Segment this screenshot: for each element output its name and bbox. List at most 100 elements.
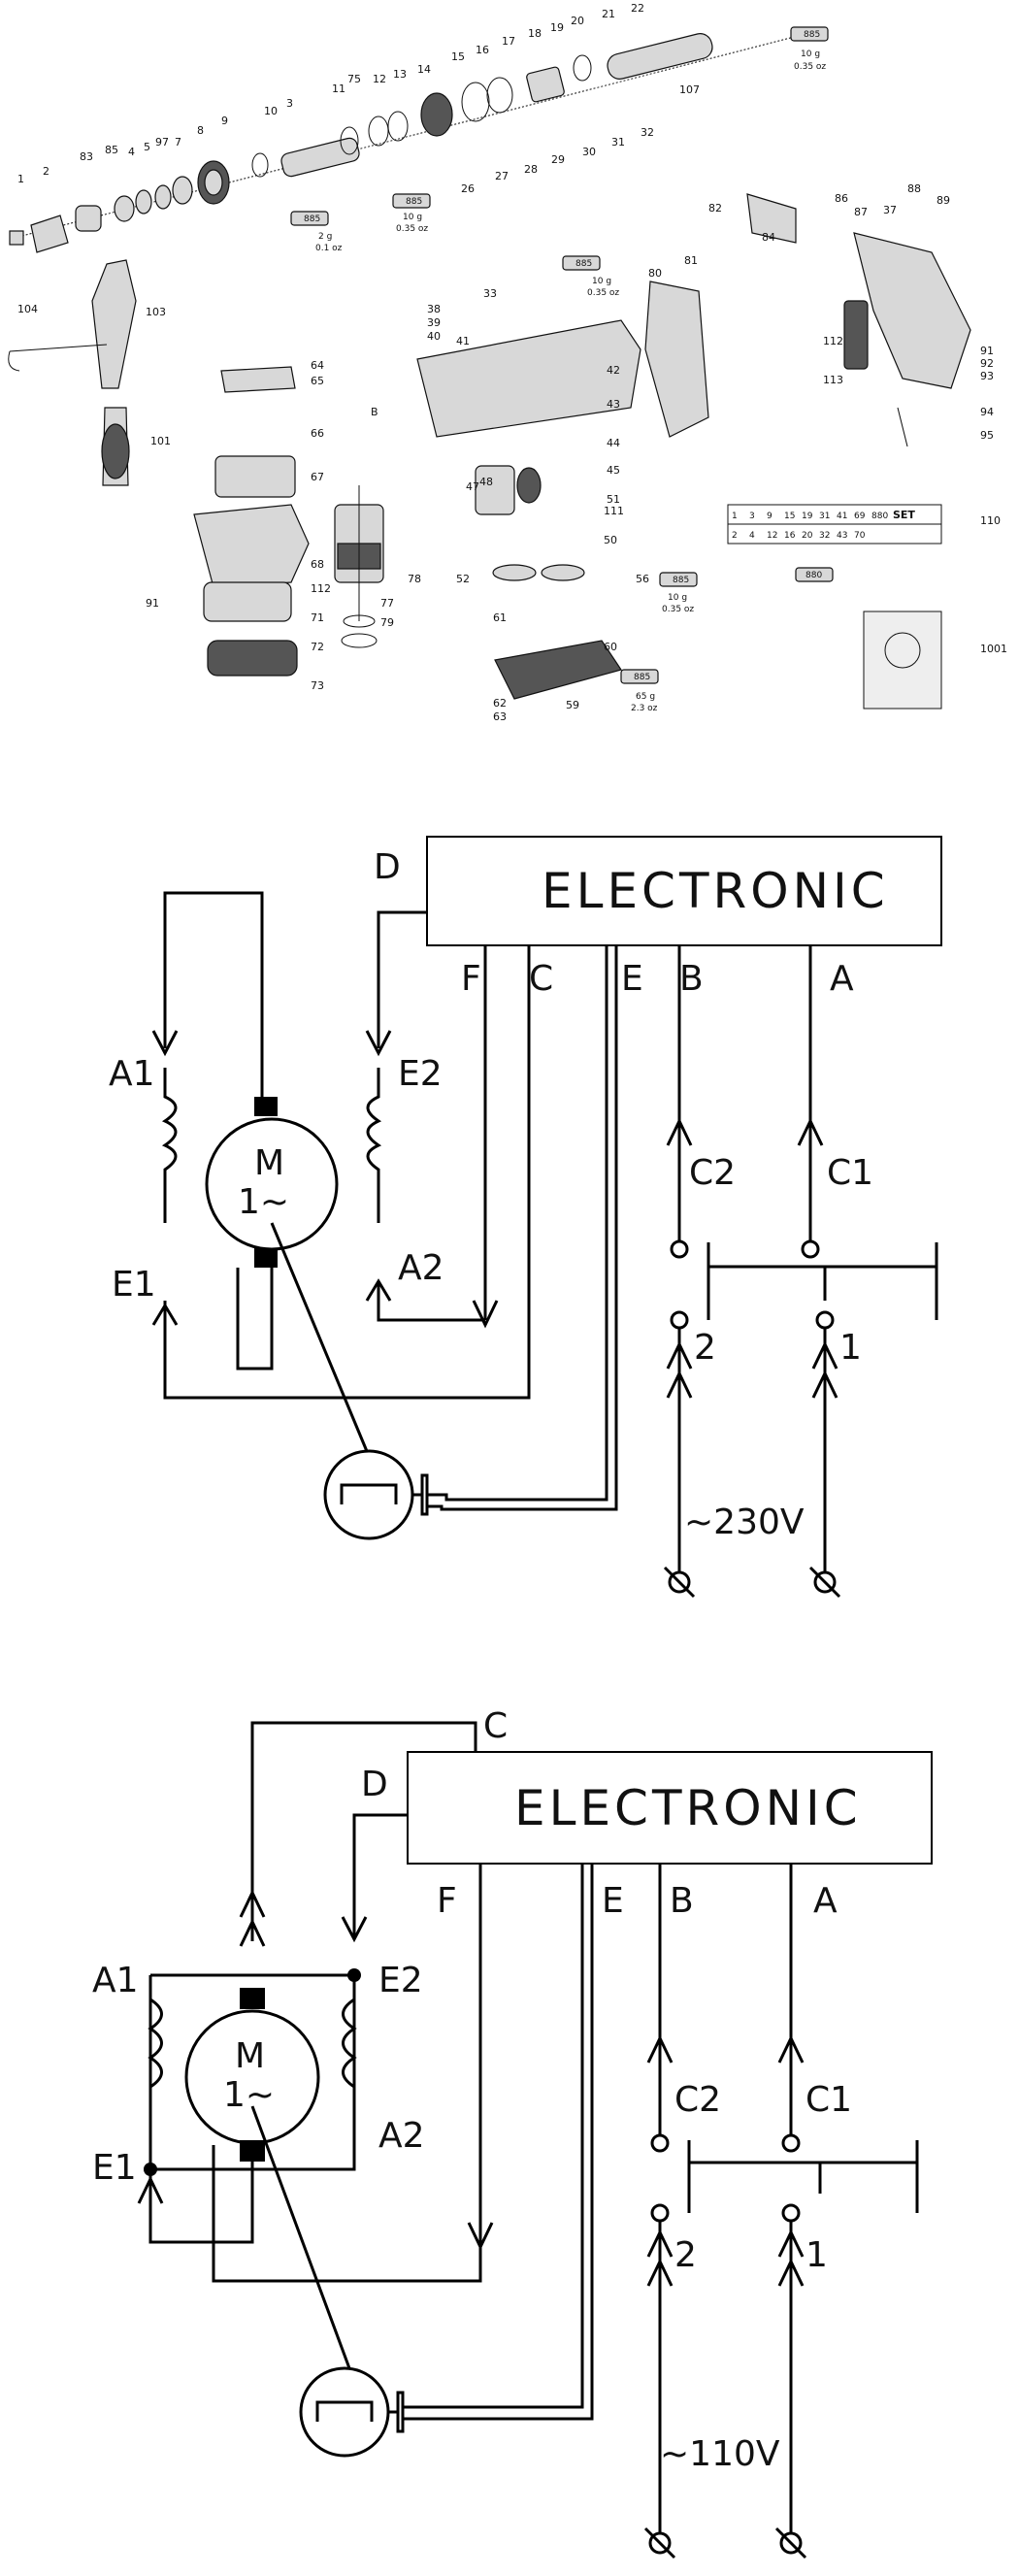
svg-text:12: 12 (373, 73, 386, 85)
svg-text:26: 26 (461, 182, 475, 195)
svg-text:64: 64 (311, 359, 324, 372)
svg-text:95: 95 (980, 429, 994, 442)
svg-text:32: 32 (641, 126, 654, 139)
svg-text:63: 63 (493, 710, 507, 723)
svg-text:1: 1 (839, 1328, 862, 1368)
svg-text:81: 81 (684, 254, 698, 267)
svg-text:1001: 1001 (980, 643, 1007, 655)
tacho-generator (323, 1449, 414, 1540)
rear-handle (644, 193, 971, 447)
svg-text:97: 97 (155, 136, 169, 149)
svg-text:44: 44 (607, 437, 620, 449)
svg-text:A1: A1 (109, 1054, 155, 1094)
svg-text:E2: E2 (398, 1054, 443, 1094)
svg-text:D: D (361, 1765, 388, 1804)
svg-text:15: 15 (451, 50, 465, 63)
svg-text:21: 21 (602, 8, 615, 20)
electronic-label: ELECTRONIC (514, 1780, 862, 1836)
svg-text:2: 2 (674, 2235, 697, 2275)
svg-text:37: 37 (883, 204, 897, 216)
svg-text:104: 104 (17, 303, 38, 315)
svg-text:93: 93 (980, 370, 994, 382)
set-table-cell: 16 (784, 531, 796, 541)
voltage-label-230: ~230V (684, 1503, 805, 1542)
svg-text:880: 880 (805, 571, 822, 580)
svg-text:28: 28 (524, 163, 538, 176)
svg-text:F: F (461, 959, 481, 999)
set-table-cell: 3 (749, 512, 755, 521)
svg-text:9: 9 (221, 115, 228, 127)
svg-text:11: 11 (332, 83, 345, 95)
set-table-cell: 20 (802, 531, 813, 541)
svg-text:33: 33 (483, 287, 497, 300)
set-table-cell: 43 (837, 531, 847, 541)
svg-text:885: 885 (804, 30, 820, 40)
set-table-cell: 2 (732, 531, 738, 541)
svg-text:10 g: 10 g (592, 277, 611, 286)
set-table-cell: 4 (749, 531, 755, 541)
svg-text:1~: 1~ (238, 1182, 289, 1222)
set-table-cell: 15 (784, 512, 795, 521)
set-table-cell: 31 (819, 512, 830, 521)
svg-text:885: 885 (575, 259, 592, 269)
svg-text:47: 47 (466, 480, 479, 493)
svg-text:0.35 oz: 0.35 oz (587, 288, 619, 298)
svg-text:C: C (529, 959, 553, 999)
svg-text:8: 8 (197, 124, 204, 137)
svg-text:43: 43 (607, 398, 620, 411)
schematic-110v: ELECTRONIC C D F E B A A1 E2 E1 A2 M 1~ … (0, 1679, 1019, 2576)
svg-text:0.35 oz: 0.35 oz (662, 605, 694, 614)
grease-tag-4: 885 10 g 0.35 oz (562, 255, 619, 298)
armature (334, 485, 384, 648)
set-table-cell: 41 (837, 512, 847, 521)
svg-text:52: 52 (456, 573, 470, 585)
grease-tag-6: 885 65 g 2.3 oz (620, 669, 659, 713)
svg-text:17: 17 (502, 35, 515, 48)
svg-text:103: 103 (146, 306, 166, 318)
grease-tag-3: 885 10 g 0.35 oz (392, 193, 431, 234)
svg-text:86: 86 (835, 192, 848, 205)
chuck-assembly (9, 33, 713, 253)
svg-text:20: 20 (571, 15, 584, 27)
svg-text:A1: A1 (92, 1961, 139, 2000)
svg-text:7: 7 (175, 136, 181, 149)
svg-text:66: 66 (311, 427, 324, 440)
svg-text:110: 110 (980, 514, 1001, 527)
svg-text:88: 88 (907, 182, 921, 195)
side-handle (8, 259, 137, 486)
svg-text:C2: C2 (689, 1153, 736, 1193)
svg-text:60: 60 (604, 641, 617, 653)
svg-text:D: D (374, 847, 401, 887)
set-table-cell: 19 (802, 512, 813, 521)
gear-housing (416, 319, 641, 700)
set-table-cell: 9 (767, 512, 772, 521)
svg-text:C1: C1 (827, 1153, 873, 1193)
svg-text:61: 61 (493, 611, 507, 624)
svg-text:113: 113 (823, 374, 843, 386)
svg-text:10 g: 10 g (403, 213, 422, 222)
svg-text:31: 31 (611, 136, 625, 149)
svg-text:72: 72 (311, 641, 324, 653)
svg-text:2: 2 (694, 1328, 716, 1368)
svg-text:885: 885 (304, 215, 320, 224)
svg-text:1: 1 (17, 173, 24, 185)
svg-text:4: 4 (128, 146, 135, 158)
svg-text:10 g: 10 g (801, 50, 820, 59)
svg-text:50: 50 (604, 534, 617, 546)
svg-text:73: 73 (311, 679, 324, 692)
svg-text:1: 1 (805, 2235, 828, 2275)
svg-text:E: E (602, 1881, 624, 1921)
svg-text:84: 84 (762, 231, 775, 244)
svg-text:112: 112 (823, 335, 843, 347)
svg-text:45: 45 (607, 464, 620, 477)
set-table-cell: 1 (732, 512, 738, 521)
set-table-cell: 12 (767, 531, 777, 541)
svg-text:94: 94 (980, 406, 994, 418)
svg-text:29: 29 (551, 153, 565, 166)
svg-text:M: M (235, 2036, 265, 2076)
svg-text:75: 75 (347, 73, 361, 85)
svg-text:A2: A2 (398, 1248, 444, 1288)
svg-text:2 g: 2 g (318, 232, 332, 242)
svg-text:C2: C2 (674, 2080, 721, 2120)
